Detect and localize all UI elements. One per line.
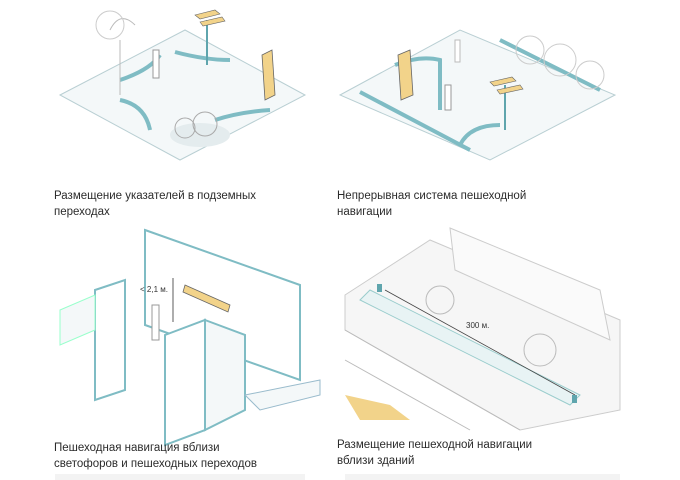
caption-line: вблизи зданий	[337, 455, 415, 467]
caption-underpass: Размещение указателей в подземных перехо…	[54, 188, 334, 220]
next-illustration-strip	[345, 474, 620, 480]
plaza-1	[58, 9, 307, 161]
caption-crossings: Пешеходная навигация вблизи светофоров и…	[54, 440, 334, 472]
caption-line: светофоров и пешеходных переходов	[54, 458, 258, 470]
caption-line: Размещение пешеходной навигации	[337, 439, 533, 451]
caption-line: Размещение указателей в подземных	[54, 190, 257, 202]
plaza-2	[338, 29, 617, 161]
caption-continuous: Непрерывная система пешеходной навигации	[337, 188, 617, 220]
distance-label: 300 м.	[466, 321, 489, 330]
crossing-walls: < 2,1 м.	[59, 228, 321, 447]
caption-line: Пешеходная навигация вблизи	[54, 442, 220, 454]
caption-line: навигации	[337, 206, 393, 218]
caption-line: переходах	[54, 206, 110, 218]
caption-line: Непрерывная система пешеходной	[337, 190, 527, 202]
height-label: < 2,1 м.	[140, 285, 168, 294]
next-illustration-strip	[55, 474, 305, 480]
caption-buildings: Размещение пешеходной навигации вблизи з…	[337, 437, 617, 469]
street-buildings: 300 м.	[344, 227, 621, 431]
